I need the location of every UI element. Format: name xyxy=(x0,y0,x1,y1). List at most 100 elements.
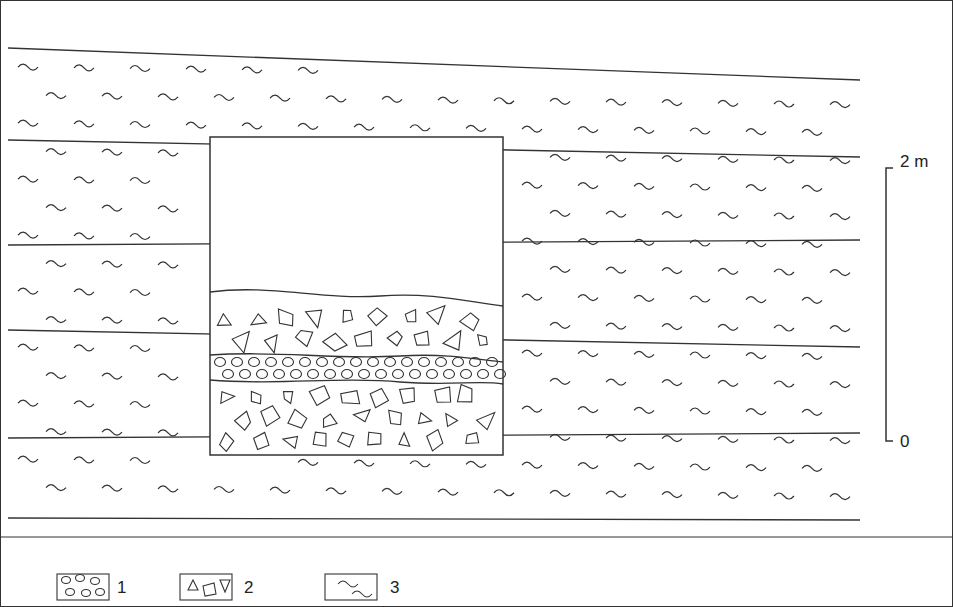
legend-number: 3 xyxy=(390,579,399,596)
wave-mark xyxy=(130,402,150,408)
wave-mark xyxy=(242,67,262,73)
wave-mark xyxy=(214,94,234,100)
wave-mark xyxy=(774,381,794,387)
pebble xyxy=(368,358,379,367)
wave-mark xyxy=(690,296,710,302)
wave-mark xyxy=(718,212,738,218)
pebble xyxy=(291,370,302,379)
wave-mark xyxy=(746,185,766,191)
wave-mark xyxy=(494,490,514,496)
wave-mark xyxy=(18,456,38,462)
clast xyxy=(341,391,360,404)
pebble xyxy=(334,358,345,367)
wave-mark xyxy=(606,435,626,441)
clast xyxy=(217,314,231,326)
wave-mark xyxy=(130,178,150,184)
wave-mark xyxy=(634,183,654,189)
wave-mark xyxy=(438,489,458,495)
wave-mark xyxy=(130,290,150,296)
clast xyxy=(355,331,372,346)
clast xyxy=(399,433,410,447)
clast xyxy=(427,430,443,451)
wave-mark xyxy=(802,297,822,303)
wave-mark xyxy=(578,463,598,469)
pebble xyxy=(300,358,311,367)
wave-mark xyxy=(46,261,66,267)
wave-mark xyxy=(74,345,94,351)
wave-mark xyxy=(718,380,738,386)
wave-mark xyxy=(550,490,570,496)
wave-mark xyxy=(774,325,794,331)
wave-mark xyxy=(830,494,850,500)
wave-mark xyxy=(74,177,94,183)
wave-mark xyxy=(662,380,682,386)
wave-mark xyxy=(634,295,654,301)
wave-mark xyxy=(102,205,122,211)
wave-mark xyxy=(606,211,626,217)
pebble xyxy=(444,370,455,379)
wave-mark xyxy=(522,238,542,244)
wave-mark xyxy=(746,409,766,415)
wave-mark xyxy=(354,124,374,130)
clast xyxy=(405,310,416,322)
pebble xyxy=(76,575,85,582)
wave-mark xyxy=(550,266,570,272)
wave-mark xyxy=(746,241,766,247)
wave-mark xyxy=(606,379,626,385)
wave-mark xyxy=(662,212,682,218)
wave-mark xyxy=(130,234,150,240)
wave-mark xyxy=(382,488,402,494)
wave-mark xyxy=(130,458,150,464)
wave-mark xyxy=(158,374,178,380)
clast xyxy=(309,386,329,406)
wave-mark xyxy=(102,93,122,99)
wave-mark xyxy=(634,127,654,133)
wave-mark xyxy=(550,154,570,160)
wave-mark xyxy=(690,184,710,190)
wave-mark xyxy=(802,353,822,359)
wave-mark xyxy=(298,459,318,465)
wave-mark xyxy=(718,324,738,330)
pebble xyxy=(342,370,353,379)
wave-mark xyxy=(662,100,682,106)
clast xyxy=(278,309,293,326)
wave-mark xyxy=(130,346,150,352)
pebble xyxy=(283,358,294,367)
pebble xyxy=(436,358,447,367)
clast xyxy=(477,413,495,430)
legend-samples xyxy=(57,574,377,600)
wave-mark xyxy=(298,123,318,129)
clast xyxy=(368,308,387,326)
pebble xyxy=(215,358,226,367)
clast xyxy=(368,432,381,445)
pebble xyxy=(91,578,100,585)
wave-mark xyxy=(18,288,38,294)
clast xyxy=(284,392,293,404)
clast xyxy=(323,333,347,351)
clast xyxy=(446,414,458,427)
wave-mark xyxy=(802,241,822,247)
clast xyxy=(235,411,251,430)
wave-mark xyxy=(102,485,122,491)
wave-mark xyxy=(74,233,94,239)
clast xyxy=(466,433,479,444)
clast xyxy=(261,406,280,427)
wave-mark xyxy=(186,122,206,128)
wave-mark xyxy=(352,591,372,597)
pebble xyxy=(487,358,498,367)
wave-mark xyxy=(830,326,850,332)
pebble xyxy=(359,370,370,379)
wave-mark xyxy=(18,176,38,182)
wave-mark xyxy=(382,96,402,102)
clast xyxy=(203,583,216,596)
wave-mark xyxy=(802,409,822,415)
wave-mark xyxy=(18,120,38,126)
pebble xyxy=(325,370,336,379)
pebble xyxy=(308,370,319,379)
wave-mark xyxy=(746,129,766,135)
clast xyxy=(306,310,322,328)
wave-mark xyxy=(690,464,710,470)
wave-mark xyxy=(522,462,542,468)
wave-mark xyxy=(46,149,66,155)
wave-mark xyxy=(410,125,430,131)
